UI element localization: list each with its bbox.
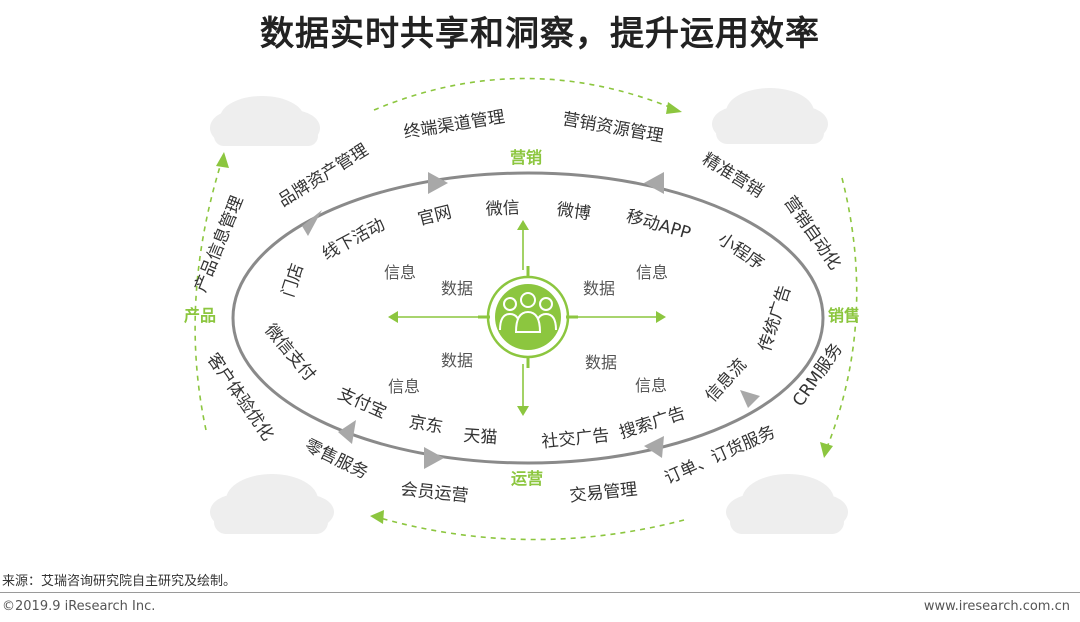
ring-label-social-ads: 社交广告 (541, 426, 611, 453)
ring-label-store: 门店 (278, 261, 308, 300)
category-sales: 销售 (828, 306, 860, 325)
center-data-top-right: 数据 (583, 279, 615, 298)
label-product-info-mgmt: 产品信息管理 (191, 193, 248, 295)
ring-label-alipay: 支付宝 (335, 384, 390, 423)
center-info-top-left: 信息 (384, 263, 416, 282)
category-product: 产品 (184, 306, 216, 325)
axis-arrow-up (517, 220, 529, 230)
cloud-bottom-right (726, 474, 848, 534)
axis-arrow-left (388, 311, 398, 323)
dashed-arrowhead-right (820, 442, 833, 458)
ring-label-official-site: 官网 (416, 202, 454, 230)
dashed-arrow-top (373, 77, 673, 111)
ring-label-wechat: 微信 (485, 198, 520, 220)
users-group-icon (478, 266, 578, 368)
label-marketing-resource-mgmt: 营销资源管理 (561, 109, 665, 146)
label-member-operations: 会员运营 (400, 480, 470, 507)
label-marketing-automation: 营销自动化 (780, 193, 845, 274)
axis-arrow-right (656, 311, 666, 323)
ring-label-offline-events: 线下活动 (319, 215, 388, 265)
cloud-top-left (210, 96, 320, 146)
ring-label-mini-program: 小程序 (714, 229, 767, 274)
dashed-arrow-right (825, 177, 858, 451)
ring-arrow-bottom-right (644, 436, 664, 458)
ring-label-jd: 京东 (407, 412, 444, 438)
ring-arrow-bottom-left (424, 447, 444, 469)
center-info-bottom-right: 信息 (635, 376, 667, 395)
dashed-arrow-bottom (379, 517, 685, 541)
center-info-bottom-left: 信息 (388, 377, 420, 396)
ring-arrow-left-bottom (338, 420, 356, 444)
ring-arrow-top-right (644, 172, 664, 194)
ring-arrow-top-left (428, 172, 448, 194)
center-data-bottom-right: 数据 (585, 353, 617, 372)
footer-divider (0, 592, 1080, 593)
dashed-arrow-left (194, 159, 223, 431)
ring-label-weibo: 微博 (555, 200, 591, 225)
label-transaction-mgmt: 交易管理 (569, 480, 639, 507)
ring-arrow-left-top (302, 210, 322, 236)
label-order-service: 订单、订货服务 (662, 422, 779, 489)
ecosystem-diagram: 营销 销售 运营 产品 品牌资产管理 终端渠道管理 营销资源管理 精准营销 营销… (184, 77, 860, 541)
main-ellipse (231, 171, 825, 465)
ring-arrow-right (740, 390, 760, 408)
source-note: 来源：艾瑞咨询研究院自主研究及绘制。 (2, 574, 237, 589)
axis-arrow-down (517, 406, 529, 416)
label-precision-marketing: 精准营销 (699, 149, 767, 202)
ring-label-info-flow: 信息流 (702, 355, 751, 406)
copyright: ©2019.9 iResearch Inc. (2, 599, 156, 614)
label-customer-experience: 客户体验优化 (203, 350, 278, 445)
center-data-bottom-left: 数据 (441, 351, 473, 370)
ring-label-traditional-ads: 传统广告 (755, 283, 795, 354)
category-operations: 运营 (511, 469, 543, 488)
ring-label-search-ads: 搜索广告 (617, 403, 688, 443)
category-marketing: 营销 (510, 148, 542, 167)
dashed-arrowhead-top (666, 102, 682, 114)
ring-label-tmall: 天猫 (463, 426, 498, 448)
ring-label-wechat-pay: 微信支付 (260, 320, 319, 385)
label-terminal-channel-mgmt: 终端渠道管理 (402, 107, 506, 143)
center-info-top-right: 信息 (636, 263, 668, 282)
cloud-bottom-left (210, 474, 334, 534)
website-link: www.iresearch.com.cn (923, 599, 1070, 614)
center-data-top-left: 数据 (441, 279, 473, 298)
dashed-arrowhead-bottom (370, 510, 384, 524)
cloud-top-right (712, 88, 828, 144)
dashed-arrowhead-left (216, 152, 229, 168)
ring-label-mobile-app: 移动APP (624, 206, 693, 243)
label-retail-service: 零售服务 (301, 436, 371, 484)
page-title: 数据实时共享和洞察，提升运用效率 (260, 14, 820, 54)
